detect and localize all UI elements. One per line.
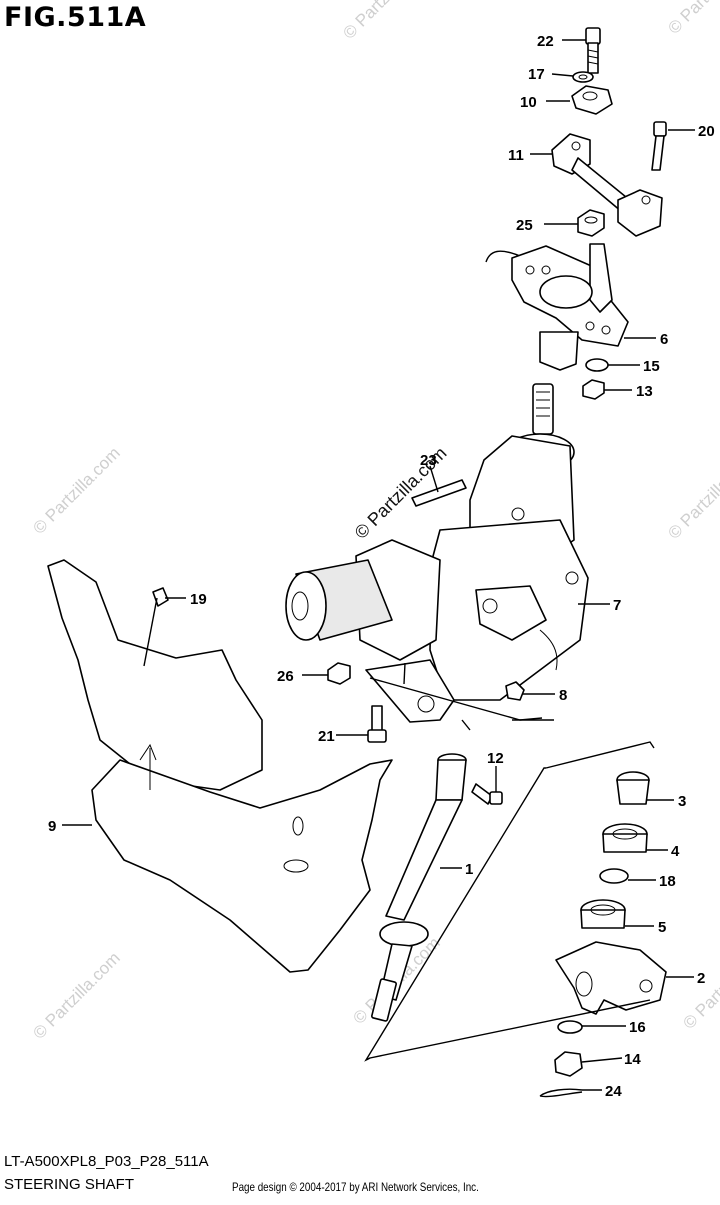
part-name: STEERING SHAFT [4, 1176, 135, 1193]
callout-21: 21 [318, 728, 335, 745]
part-2-pitman-arm [555, 941, 667, 1015]
part-8-bolt [505, 681, 525, 701]
watermark-text: © Partzilla.com [29, 443, 123, 537]
part-24-cotter-pin [539, 1088, 583, 1098]
callout-9: 9 [48, 818, 56, 835]
part-7-eps-unit [285, 383, 589, 723]
callout-22: 22 [537, 33, 554, 50]
part-18-ring [599, 868, 629, 884]
part-6-bracket [485, 243, 629, 371]
callout-7: 7 [613, 597, 621, 614]
callout-3: 3 [678, 793, 686, 810]
callout-19: 19 [190, 591, 207, 608]
callout-13: 13 [636, 383, 653, 400]
callout-25: 25 [516, 217, 533, 234]
callout-18: 18 [659, 873, 676, 890]
callout-2: 2 [697, 970, 705, 987]
callout-10: 10 [520, 94, 537, 111]
part-26-nut [327, 662, 351, 685]
part-3-bushing [616, 771, 650, 805]
watermark-text: © Partzilla.com [664, 448, 720, 542]
callout-14: 14 [624, 1051, 641, 1068]
callout-12: 12 [487, 750, 504, 767]
callout-17: 17 [528, 66, 545, 83]
part-15-washer [585, 358, 609, 372]
part-1-steering-shaft [371, 753, 467, 1022]
watermark-text: © Partzilla.com [664, 0, 720, 38]
callout-24: 24 [605, 1083, 622, 1100]
part-9-guard [47, 559, 393, 973]
callout-8: 8 [559, 687, 567, 704]
part-5-bearing [580, 899, 626, 929]
callout-26: 26 [277, 668, 294, 685]
part-20-bolt [651, 121, 667, 171]
copyright-notice: Page design © 2004-2017 by ARI Network S… [232, 1180, 479, 1194]
part-25-nut [577, 209, 605, 237]
part-10-clamp-cap [571, 85, 613, 115]
watermarks: © Partzilla.com © Partzilla.com © Partzi… [29, 0, 720, 1043]
part-13-nut [582, 379, 605, 400]
callout-11: 11 [508, 147, 524, 164]
part-code: LT-A500XPL8_P03_P28_511A [4, 1153, 209, 1170]
callout-23: 23 [420, 452, 437, 469]
callout-16: 16 [629, 1019, 646, 1036]
callout-20: 20 [698, 123, 715, 140]
part-14-nut [554, 1051, 583, 1077]
part-12-bolt [471, 783, 503, 805]
part-19-clip [152, 587, 169, 607]
part-21-bolt [367, 705, 387, 743]
callout-1: 1 [465, 861, 473, 878]
callout-6: 6 [660, 331, 668, 348]
callout-labels: 22 17 10 20 11 25 6 15 13 23 19 7 26 8 2… [48, 33, 715, 1100]
part-16-washer [557, 1020, 583, 1034]
part-22-bolt [585, 27, 601, 74]
callout-5: 5 [658, 919, 666, 936]
part-23-bolt [411, 479, 467, 507]
part-4-seal [602, 823, 648, 853]
assembly-lines [143, 597, 655, 1062]
figure-title: FIG.511A [4, 2, 147, 33]
watermark-text: © Partzilla.com [339, 0, 433, 43]
callout-4: 4 [671, 843, 680, 860]
part-17-washer [572, 71, 594, 83]
watermark-text: © Partzilla.com [29, 948, 123, 1042]
part-11-handlebar-holder [551, 133, 663, 237]
callout-15: 15 [643, 358, 660, 375]
leader-lines [62, 39, 695, 1091]
